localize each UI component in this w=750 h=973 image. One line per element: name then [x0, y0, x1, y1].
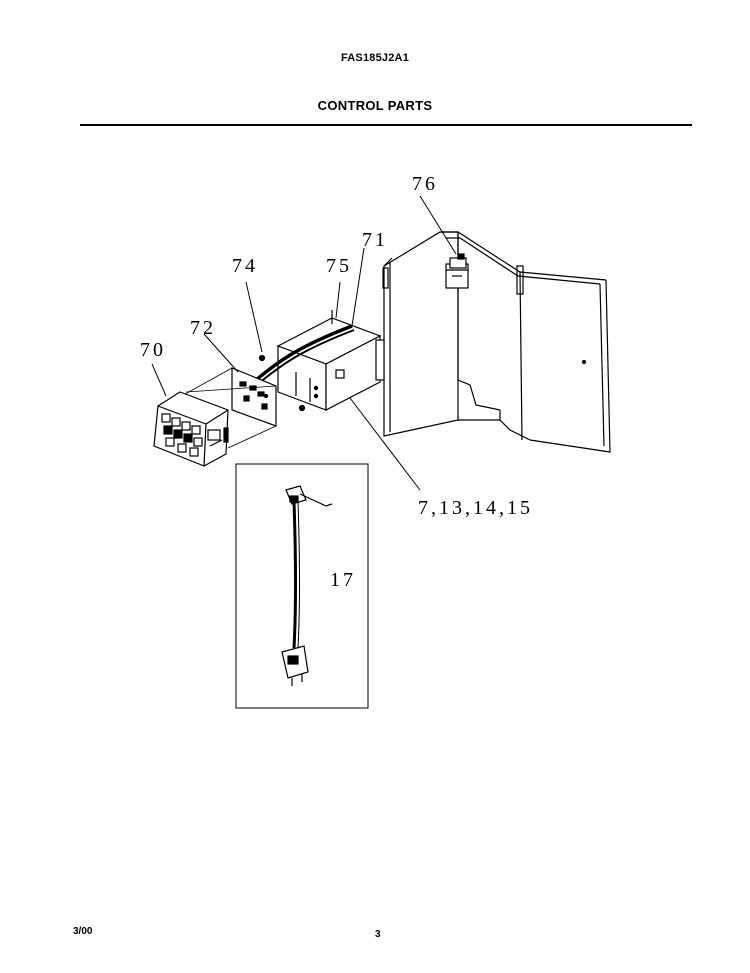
callout-7-13-14-15: 7,13,14,15	[418, 497, 533, 519]
callout-75: 75	[326, 255, 352, 277]
chassis-panel	[382, 231, 611, 453]
relay-part-76	[445, 253, 469, 289]
circuit-board-part-72	[231, 354, 306, 427]
callout-71: 71	[362, 229, 388, 251]
callout-70: 70	[140, 339, 166, 361]
front-panel-part-70	[153, 391, 229, 467]
footer-date: 3/00	[73, 926, 93, 937]
callout-17: 17	[330, 569, 356, 591]
callout-74: 74	[232, 255, 258, 277]
page-number: 3	[375, 929, 381, 940]
model-number: FAS185J2A1	[340, 52, 410, 64]
section-title: CONTROL PARTS	[317, 98, 433, 113]
callout-76: 76	[412, 173, 438, 195]
control-box-part-71	[254, 310, 385, 411]
callout-leaders	[151, 195, 457, 491]
callout-72: 72	[190, 317, 216, 339]
header-rule	[80, 124, 692, 126]
assembly-guide-lines	[177, 367, 277, 449]
power-cord-inset-part-17	[235, 463, 369, 709]
